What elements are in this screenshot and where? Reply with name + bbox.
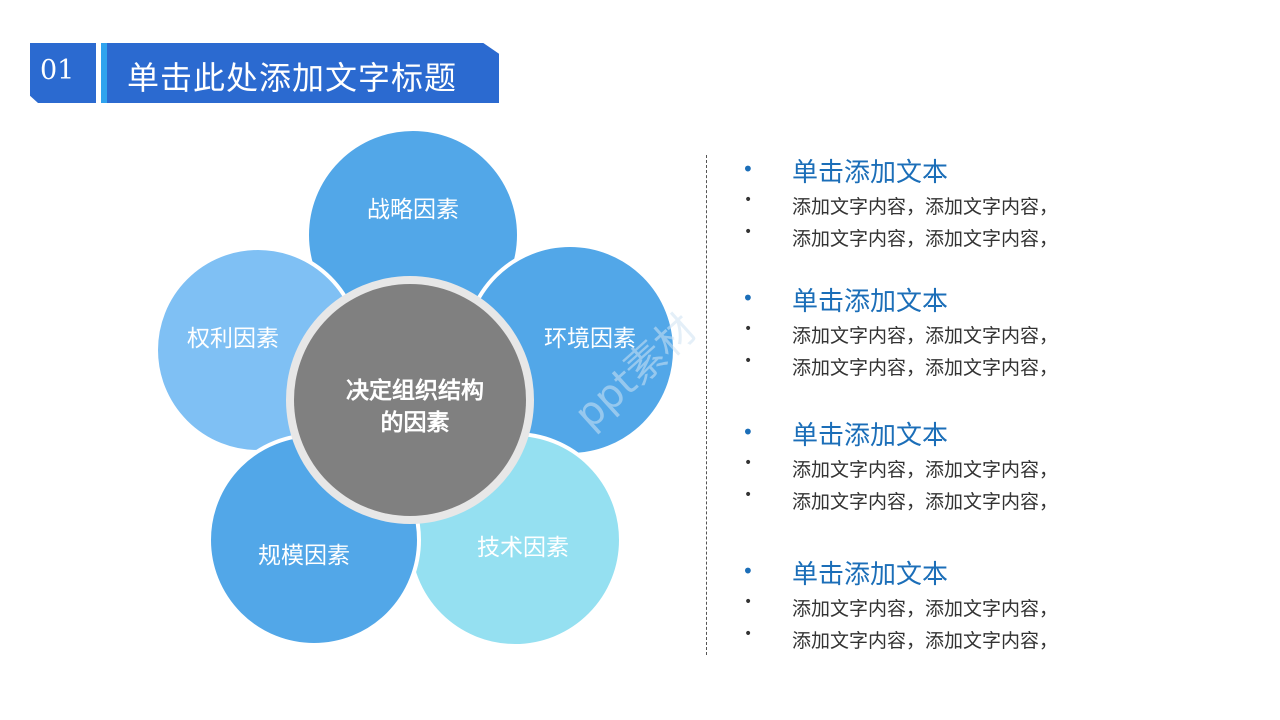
bullet-icon: • — [744, 192, 753, 208]
bullet-icon: • — [742, 286, 754, 310]
bullet-icon: • — [744, 353, 753, 369]
list-heading-text[interactable]: 单击添加文本 — [792, 560, 949, 590]
bullet-icon: • — [744, 321, 753, 337]
list-line-text[interactable]: 添加文字内容，添加文字内容， — [792, 459, 1059, 481]
bullet-icon: • — [742, 157, 754, 181]
title-box[interactable]: 单击此处添加文字标题 — [107, 43, 499, 103]
center-disc — [294, 284, 526, 516]
list-heading-text[interactable]: 单击添加文本 — [792, 158, 949, 188]
dashed-divider — [706, 155, 707, 655]
section-number: 01 — [40, 55, 75, 86]
bullet-icon: • — [744, 224, 753, 240]
list-line-text[interactable]: 添加文字内容，添加文字内容， — [792, 228, 1059, 250]
center-label-line1: 决定组织结构 — [346, 377, 484, 404]
list-line-text[interactable]: 添加文字内容，添加文字内容， — [792, 325, 1059, 347]
petal-label-technology: 技术因素 — [477, 535, 569, 561]
bullet-icon: • — [742, 420, 754, 444]
petal-label-scale: 规模因素 — [258, 543, 350, 569]
list-heading-text[interactable]: 单击添加文本 — [792, 287, 949, 317]
header-accent-bar — [101, 43, 107, 103]
section-number-box: 01 — [30, 43, 96, 103]
petal-label-power: 权利因素 — [187, 326, 279, 352]
bullet-icon: • — [744, 594, 753, 610]
list-line-text[interactable]: 添加文字内容，添加文字内容， — [792, 491, 1059, 513]
list-line-text[interactable]: 添加文字内容，添加文字内容， — [792, 598, 1059, 620]
text-list: • 单击添加文本 • 添加文字内容，添加文字内容， • 添加文字内容，添加文字内… — [740, 0, 1260, 720]
list-line-text[interactable]: 添加文字内容，添加文字内容， — [792, 630, 1059, 652]
list-line-text[interactable]: 添加文字内容，添加文字内容， — [792, 357, 1059, 379]
header-gap — [96, 43, 101, 103]
bullet-icon: • — [744, 455, 753, 471]
bullet-icon: • — [744, 487, 753, 503]
center-label-line2: 的因素 — [381, 409, 450, 436]
list-line-text[interactable]: 添加文字内容，添加文字内容， — [792, 196, 1059, 218]
petal-label-strategy: 战略因素 — [367, 197, 459, 223]
slide-title[interactable]: 单击此处添加文字标题 — [127, 59, 458, 97]
bullet-icon: • — [744, 626, 753, 642]
bullet-icon: • — [742, 559, 754, 583]
factor-flower-diagram: 战略因素 权利因素 环境因素 技术因素 规模因素 决定组织结构 的因素 — [154, 127, 677, 648]
list-heading-text[interactable]: 单击添加文本 — [792, 421, 949, 451]
petal-label-environment: 环境因素 — [544, 326, 636, 352]
center-circle[interactable]: 决定组织结构 的因素 — [286, 276, 534, 524]
